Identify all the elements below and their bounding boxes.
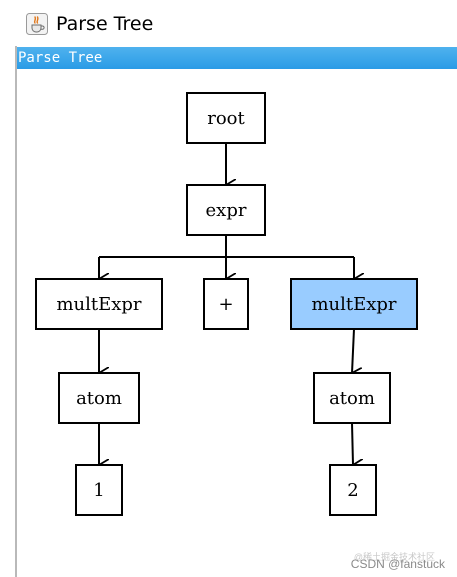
tree-node-box[interactable] xyxy=(186,92,266,144)
title-bar[interactable]: Parse Tree xyxy=(0,0,457,46)
tree-node-box[interactable] xyxy=(58,372,140,424)
java-cup-icon xyxy=(26,13,48,35)
tree-node-label: 1 xyxy=(93,480,104,501)
tree-node-label: root xyxy=(207,108,245,129)
parse-tree-diagram: root expr multExpr + multExpr atom atom 1 2 xyxy=(35,92,418,516)
window-frame-border xyxy=(15,46,17,577)
tree-node-label: atom xyxy=(76,388,122,409)
tree-node-label: + xyxy=(218,294,233,315)
tree-edge xyxy=(351,422,353,465)
tree-node-label: expr xyxy=(206,200,247,221)
tree-node-label: atom xyxy=(329,388,375,409)
tree-node-expr[interactable]: expr xyxy=(186,184,266,236)
window-title: Parse Tree xyxy=(56,13,154,35)
tree-node-box[interactable] xyxy=(75,464,123,516)
watermark: CSDN @fanstuck xyxy=(350,557,445,571)
tree-node-multExpr1[interactable]: multExpr xyxy=(35,278,163,330)
tree-node-num1[interactable]: 1 xyxy=(75,464,123,516)
tree-node-label: multExpr xyxy=(56,294,141,315)
tree-node-box[interactable] xyxy=(203,278,249,330)
tree-node-multExpr2[interactable]: multExpr xyxy=(290,278,418,330)
tree-node-box[interactable] xyxy=(290,278,418,330)
tree-node-box[interactable] xyxy=(313,372,391,424)
parse-tree-canvas: root expr multExpr + multExpr atom atom 1 2 xyxy=(17,69,457,577)
tree-node-box[interactable] xyxy=(186,184,266,236)
tree-node-atom2[interactable]: atom xyxy=(313,372,391,424)
tree-node-box[interactable] xyxy=(329,464,377,516)
tree-node-box[interactable] xyxy=(35,278,163,330)
tree-edge xyxy=(352,328,354,373)
tree-node-root[interactable]: root xyxy=(186,92,266,144)
tree-node-label: 2 xyxy=(347,480,358,501)
panel-header-label: Parse Tree xyxy=(18,50,103,66)
tree-node-num2[interactable]: 2 xyxy=(329,464,377,516)
tree-node-label: multExpr xyxy=(311,294,396,315)
tree-node-plus[interactable]: + xyxy=(203,278,249,330)
tree-node-atom1[interactable]: atom xyxy=(58,372,140,424)
watermark-faint: @稀土掘金技术社区 xyxy=(353,552,435,562)
panel-header: Parse Tree xyxy=(17,47,457,69)
